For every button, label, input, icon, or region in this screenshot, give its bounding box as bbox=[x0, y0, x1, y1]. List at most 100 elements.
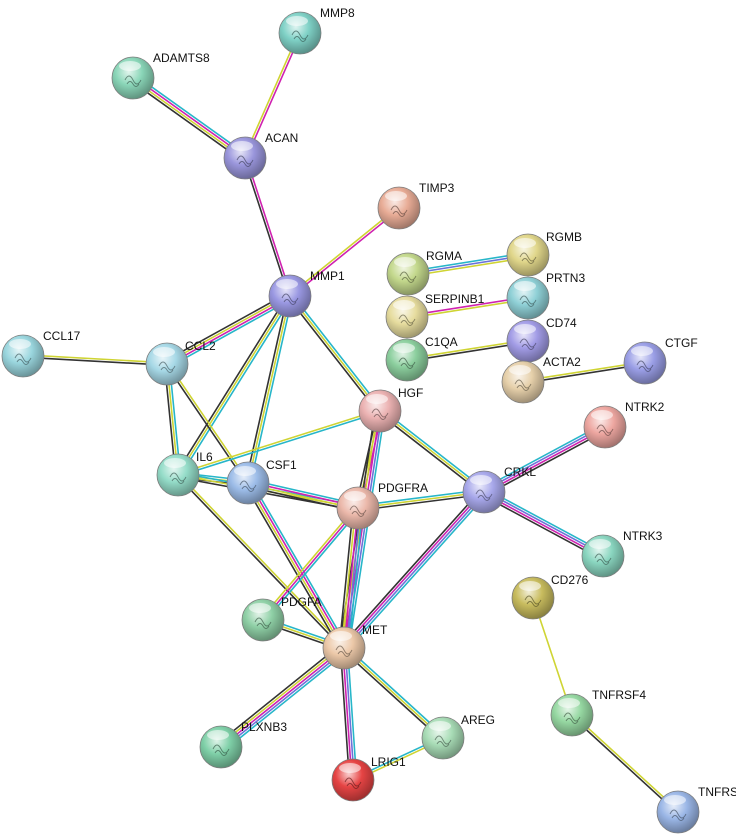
edge-strand-cyan bbox=[250, 480, 348, 647]
protein-structure-icon bbox=[212, 744, 230, 756]
node-highlight bbox=[119, 61, 141, 71]
edge-timp3-mmp1 bbox=[288, 206, 401, 298]
node-highlight bbox=[366, 394, 388, 404]
edge-strand-yellow bbox=[131, 78, 246, 160]
node-label: IL6 bbox=[196, 450, 213, 464]
node-rgma[interactable]: RGMA bbox=[386, 249, 462, 296]
edge-strand-black bbox=[244, 484, 342, 651]
node-label: CD276 bbox=[551, 573, 589, 587]
node-tnfrsf4[interactable]: TNFRSF4 bbox=[550, 688, 646, 737]
node-highlight bbox=[207, 730, 229, 740]
node-highlight bbox=[589, 539, 611, 549]
node-c1qa[interactable]: C1QA bbox=[385, 335, 458, 382]
edge-met-areg bbox=[341, 645, 446, 741]
edge-mmp1-hgf bbox=[287, 293, 383, 414]
node-highlight bbox=[153, 347, 175, 357]
protein-structure-icon bbox=[14, 353, 32, 365]
node-label: HGF bbox=[398, 386, 423, 400]
node-met[interactable]: MET bbox=[322, 623, 388, 670]
protein-structure-icon bbox=[563, 712, 581, 724]
node-ntrk3[interactable]: NTRK3 bbox=[581, 529, 663, 578]
edge-strand-yellow bbox=[340, 506, 357, 649]
node-prtn3[interactable]: PRTN3 bbox=[506, 271, 585, 320]
node-highlight bbox=[470, 475, 492, 485]
edge-strand-yellow bbox=[572, 713, 680, 812]
node-highlight bbox=[514, 238, 536, 248]
node-hgf[interactable]: HGF bbox=[358, 386, 423, 433]
edge-strand-black bbox=[243, 157, 290, 298]
protein-structure-icon bbox=[281, 293, 299, 305]
node-ctgf[interactable]: CTGF bbox=[623, 336, 698, 385]
node-acta2[interactable]: ACTA2 bbox=[501, 355, 581, 404]
edge-met-lrig1 bbox=[339, 646, 358, 782]
node-areg[interactable]: AREG bbox=[421, 713, 495, 760]
edge-strand-magenta bbox=[289, 208, 401, 298]
node-crkl[interactable]: CRKL bbox=[462, 465, 536, 514]
edge-strand-black bbox=[175, 293, 289, 475]
edge-il6-met bbox=[176, 473, 346, 650]
node-highlight bbox=[514, 281, 536, 291]
protein-structure-icon bbox=[344, 777, 362, 789]
node-mmp8[interactable]: MMP8 bbox=[278, 6, 355, 55]
node-highlight bbox=[276, 279, 298, 289]
edge-strand-cyan bbox=[249, 295, 294, 485]
node-highlight bbox=[591, 410, 613, 420]
edge-hgf-crkl bbox=[377, 408, 487, 495]
edge-strand-cyan bbox=[291, 293, 383, 411]
edge-ccl2-csf1 bbox=[165, 362, 250, 485]
node-pdgfra[interactable]: PDGFRA bbox=[336, 481, 428, 530]
node-serpinb1[interactable]: SERPINB1 bbox=[385, 292, 485, 339]
node-acan[interactable]: ACAN bbox=[223, 131, 298, 180]
node-pdgfa[interactable]: PDGFA bbox=[241, 595, 322, 642]
node-timp3[interactable]: TIMP3 bbox=[377, 181, 455, 230]
edge-strand-cyan bbox=[481, 423, 605, 490]
edge-strand-yellow bbox=[167, 362, 250, 484]
edge-strand-magenta bbox=[262, 507, 359, 621]
edge-strand-blue bbox=[221, 649, 347, 750]
edge-strand-black bbox=[340, 488, 483, 647]
node-cd74[interactable]: CD74 bbox=[506, 316, 577, 363]
node-lrig1[interactable]: LRIG1 bbox=[331, 755, 406, 802]
edge-strand-cyan bbox=[347, 410, 386, 650]
protein-structure-icon bbox=[390, 205, 408, 217]
node-highlight bbox=[339, 763, 361, 773]
edge-strand-black bbox=[339, 647, 351, 782]
node-highlight bbox=[330, 631, 352, 641]
node-rgmb[interactable]: RGMB bbox=[506, 230, 582, 277]
edge-strand-yellow bbox=[246, 482, 344, 650]
node-highlight bbox=[393, 300, 415, 310]
node-tnfrsf8[interactable]: TNFRSF8 bbox=[656, 785, 736, 834]
node-adamts8[interactable]: ADAMTS8 bbox=[111, 51, 210, 100]
protein-structure-icon bbox=[371, 408, 389, 420]
node-highlight bbox=[393, 343, 415, 353]
edge-strand-blue bbox=[344, 647, 355, 781]
protein-structure-icon bbox=[349, 505, 367, 517]
edge-strand-yellow bbox=[379, 410, 485, 493]
protein-structure-icon bbox=[636, 360, 654, 372]
node-highlight bbox=[344, 491, 366, 501]
node-highlight bbox=[9, 339, 31, 349]
node-mmp1[interactable]: MMP1 bbox=[268, 269, 345, 318]
node-ccl17[interactable]: CCL17 bbox=[1, 329, 81, 378]
protein-structure-icon bbox=[524, 595, 542, 607]
edge-strand-black bbox=[287, 296, 379, 414]
protein-structure-icon bbox=[519, 338, 537, 350]
node-label: CCL2 bbox=[185, 339, 216, 353]
node-label: PDGFRA bbox=[378, 481, 428, 495]
edges-layer bbox=[22, 31, 680, 814]
edge-met-plxnb3 bbox=[217, 643, 348, 752]
node-il6[interactable]: IL6 bbox=[156, 450, 213, 497]
edge-strand-cyan bbox=[484, 488, 606, 554]
node-highlight bbox=[231, 141, 253, 151]
node-csf1[interactable]: CSF1 bbox=[226, 458, 297, 505]
node-cd276[interactable]: CD276 bbox=[511, 573, 589, 620]
node-label: NTRK3 bbox=[623, 529, 663, 543]
node-plxnb3[interactable]: PLXNB3 bbox=[199, 720, 287, 769]
edge-strand-magenta bbox=[245, 156, 292, 297]
node-highlight bbox=[164, 458, 186, 468]
node-ntrk2[interactable]: NTRK2 bbox=[583, 400, 665, 449]
node-ccl2[interactable]: CCL2 bbox=[145, 339, 216, 386]
edge-strand-magenta bbox=[343, 507, 359, 649]
